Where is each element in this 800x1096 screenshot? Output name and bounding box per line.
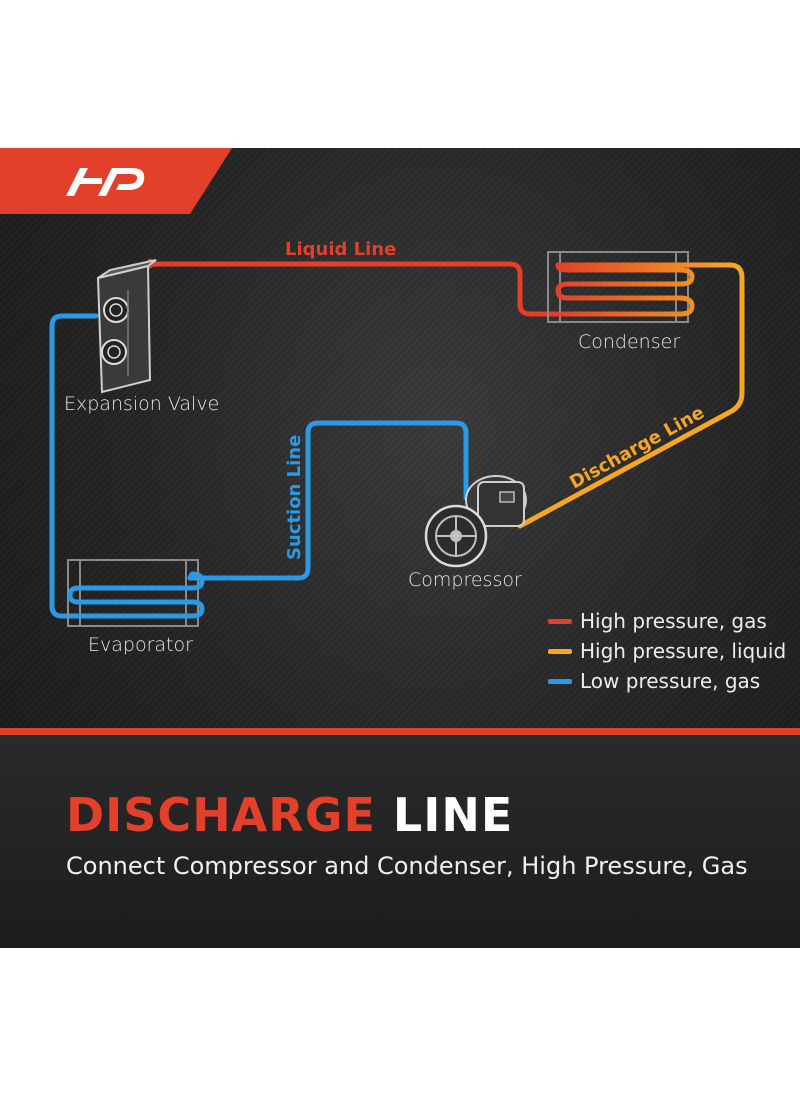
condenser-label: Condenser: [578, 331, 680, 353]
headline: DISCHARGE LINE: [66, 788, 513, 842]
low-pressure-pipe: [49, 313, 99, 619]
legend-swatch-red: [548, 618, 572, 624]
legend-label: High pressure, gas: [580, 609, 767, 633]
compressor-label: Compressor: [408, 569, 522, 591]
compressor-icon: [424, 475, 527, 568]
legend-label: High pressure, liquid: [580, 639, 787, 663]
discharge-line-label: Discharge Line: [566, 402, 708, 493]
suction-line-label: Suction Line: [284, 435, 305, 560]
evaporator-icon: [67, 559, 205, 627]
headline-highlight: DISCHARGE: [66, 788, 376, 842]
headline-rest: LINE: [392, 788, 514, 842]
liquid-line-label: Liquid Line: [285, 239, 396, 260]
legend-item-high-liquid: High pressure, liquid: [548, 636, 786, 666]
discharge-line-pipe: [517, 262, 745, 529]
brand-logo: [0, 148, 232, 214]
legend-swatch-orange: [548, 648, 572, 654]
evaporator-label: Evaporator: [88, 634, 193, 656]
suction-line-pipe: [187, 420, 469, 581]
legend-label: Low pressure, gas: [580, 669, 761, 693]
condenser-icon: [547, 251, 733, 323]
liquid-line-pipe: [147, 258, 563, 317]
legend-item-low-gas: Low pressure, gas: [548, 666, 786, 696]
legend-item-high-gas: High pressure, gas: [548, 606, 786, 636]
diagram-panel: Expansion Valve Condenser Compressor Eva…: [0, 148, 800, 948]
legend-swatch-blue: [548, 678, 572, 684]
subheadline: Connect Compressor and Condenser, High P…: [66, 852, 748, 880]
caption-band: [0, 728, 800, 948]
expansion-valve-icon: [96, 259, 157, 394]
refrigerant-circuit: Expansion Valve Condenser Compressor Eva…: [49, 239, 745, 656]
expansion-valve-label: Expansion Valve: [64, 393, 219, 415]
legend: High pressure, gas High pressure, liquid…: [548, 606, 786, 696]
